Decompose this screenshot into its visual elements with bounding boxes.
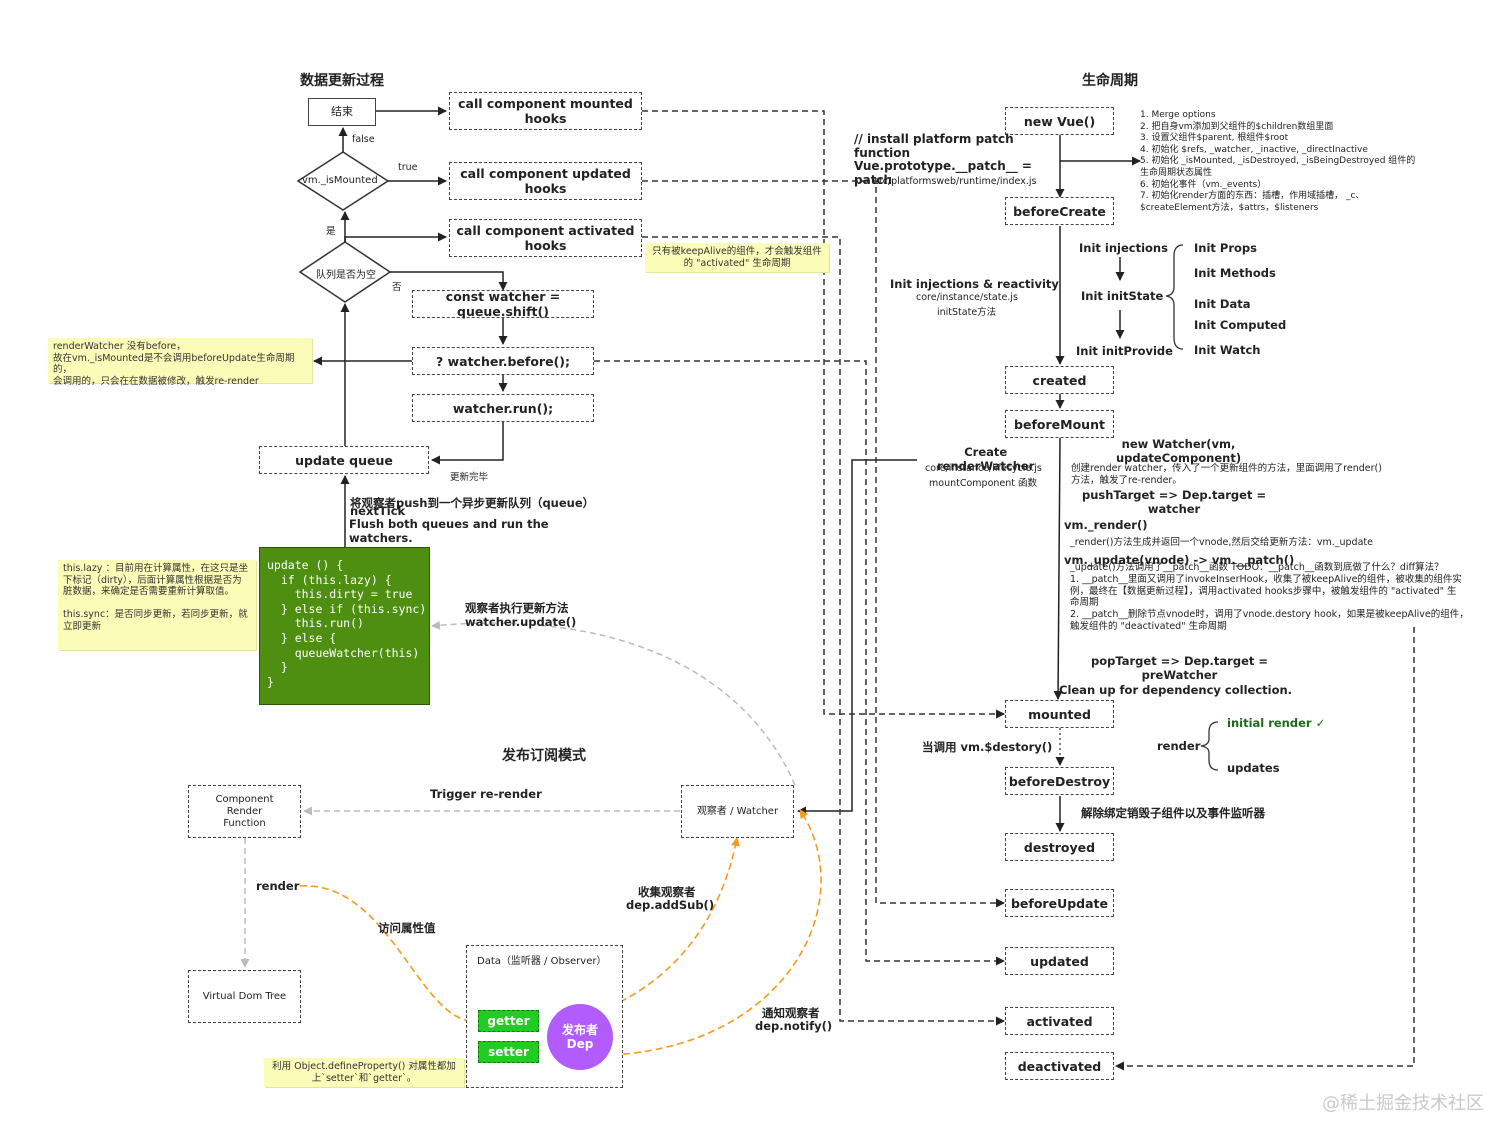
unbind-label: 解除绑定销毁子组件以及事件监听器 [1081, 806, 1265, 820]
keepalive-note: 只有被keepAlive的组件，才会触发组件 的 "activated" 生命周… [645, 243, 829, 272]
component-render-box: Component Render Function [188, 785, 301, 838]
new-watcher-desc: 创建render watcher，传入了一个更新组件的方法，里面调用了rende… [1071, 463, 1382, 486]
vm-render-label: vm._render() [1064, 518, 1148, 532]
dep-circle: 发布者 Dep [547, 1004, 613, 1070]
collect-cn-label: 收集观察者 [638, 885, 696, 899]
collect-label: dep.addSub() [626, 898, 715, 912]
init-provide-label: Init initProvide [1076, 344, 1173, 358]
is-mounted-diamond [296, 151, 390, 211]
new-watcher-label: new Watcher(vm, updateComponent) [1116, 437, 1242, 465]
push-target-label: pushTarget => Dep.target = watcher [1082, 488, 1267, 516]
true-label: true [398, 162, 418, 173]
false-label: false [352, 134, 375, 145]
watcher-box: 观察者 / Watcher [681, 785, 794, 838]
init-methods-label: Init Methods [1194, 266, 1276, 280]
lazy-sync-note: this.lazy ：目前用在计算属性，在这只是坐 下标记（dirty），后面计… [58, 560, 256, 650]
watermark: @稀土掘金技术社区 [1322, 1093, 1484, 1114]
render-watcher-note: renderWatcher 没有before， 故在vm._isMounted是… [48, 338, 312, 387]
dep-circle-cn: 发布者 [561, 1023, 598, 1037]
watcher-before-box: ? watcher.before(); [412, 347, 594, 375]
state-path-label: core/instance/state.js [916, 292, 1018, 303]
watcher-update-cn-label: 观察者执行更新方法 [465, 601, 569, 615]
mounted-hooks-box: call component mounted hooks [449, 92, 642, 130]
virtual-dom-box: Virtual Dom Tree [188, 970, 301, 1023]
clean-up-label: Clean up for dependency collection. [1059, 683, 1293, 697]
init-watch-label: Init Watch [1194, 343, 1261, 357]
before-mount-box: beforeMount [1005, 410, 1114, 438]
yes-label: 是 [326, 226, 336, 237]
mounted-box: mounted [1005, 700, 1114, 728]
updated-box: updated [1005, 947, 1114, 975]
access-prop-label: 访问属性值 [378, 921, 436, 935]
vm-update-label: vm._update(vnode) -> vm.__patch() [1064, 553, 1295, 567]
dep-circle-en: Dep [566, 1037, 594, 1051]
data-update-heading: 数据更新过程 [300, 73, 384, 89]
before-create-box: beforeCreate [1005, 197, 1114, 225]
getter-pill: getter [478, 1010, 539, 1032]
setter-pill: setter [478, 1041, 539, 1063]
vm-update-desc: _update()方法调用了__patch__函数 TODO：__patch__… [1070, 562, 1469, 632]
flush-label: Flush both queues and run the watchers. [349, 517, 549, 545]
new-vue-box: new Vue() [1005, 107, 1114, 135]
lifecycle-heading: 生命周期 [1082, 73, 1138, 89]
destroy-call-label: 当调用 vm.$destory() [922, 740, 1053, 754]
before-destroy-box: beforeDestroy [1005, 767, 1114, 795]
destroyed-box: destroyed [1005, 833, 1114, 861]
init-state-method-label: initState方法 [937, 307, 997, 318]
updated-hooks-box: call component updated hooks [449, 162, 642, 200]
activated-box: activated [1005, 1007, 1114, 1035]
observer-label: Data（监听器 / Observer） [477, 956, 607, 967]
updates-label: updates [1227, 761, 1280, 775]
watcher-run-box: watcher.run(); [412, 394, 594, 422]
init-injections-label: Init injections [1079, 241, 1168, 255]
init-computed-label: Init Computed [1194, 318, 1287, 332]
define-property-note: 利用 Object.defineProperty() 对属性都加 上`sette… [264, 1058, 464, 1087]
watcher-update-code: update () { if (this.lazy) { this.dirty … [259, 547, 440, 705]
next-tick-label: nextTick [350, 504, 406, 518]
render-label: render [256, 879, 300, 893]
notify-cn-label: 通知观察者 [762, 1006, 820, 1020]
created-box: created [1005, 366, 1114, 394]
pubsub-heading: 发布订阅模式 [502, 748, 586, 764]
pop-target-label: popTarget => Dep.target = preWatcher [1091, 654, 1269, 682]
initial-render-label: initial render ✓ [1227, 716, 1326, 730]
init-data-label: Init Data [1194, 297, 1251, 311]
deactivated-box: deactivated [1005, 1052, 1114, 1080]
init-props-label: Init Props [1194, 241, 1257, 255]
mount-component-label: mountComponent 函数 [929, 478, 1038, 489]
queue-shift-box: const watcher = queue.shift() [412, 289, 594, 319]
before-update-box: beforeUpdate [1005, 889, 1114, 917]
queue-empty-label: 队列是否为空 [316, 270, 376, 281]
init-state-label: Init initState [1081, 289, 1164, 303]
end-box: 结束 [308, 98, 376, 126]
watcher-update-label: watcher.update() [465, 615, 577, 629]
notify-label: dep.notify() [755, 1019, 833, 1033]
no-label: 否 [392, 282, 402, 293]
queue-empty-diamond [298, 241, 392, 303]
create-render-watcher-label: Create renderWatcher [937, 445, 1035, 473]
activated-hooks-box: call component activated hooks [449, 219, 642, 257]
update-queue-box: update queue [259, 446, 429, 474]
trigger-rerender-label: Trigger re-render [430, 787, 542, 801]
merge-options-list: 1. Merge options 2. 把自身vm添加到父组件的$childre… [1140, 110, 1416, 213]
install-patch-path: src/platformsweb/runtime/index.js [874, 176, 1037, 187]
render-type-label: render [1157, 739, 1201, 753]
install-patch-label: // install platform patch function Vue.p… [854, 132, 1032, 187]
vm-render-desc: _render()方法生成并返回一个vnode,然后交给更新方法：vm._upd… [1070, 537, 1373, 548]
lifecycle-path-label: core/instance/lifecycle.js [925, 463, 1042, 474]
init-reactivity-label: Init injections & reactivity [890, 277, 1059, 291]
update-done-label: 更新完毕 [450, 472, 489, 483]
is-mounted-label: vm._isMounted [302, 175, 378, 186]
push-queue-label: 将观察者push到一个异步更新队列（queue） [350, 496, 595, 510]
